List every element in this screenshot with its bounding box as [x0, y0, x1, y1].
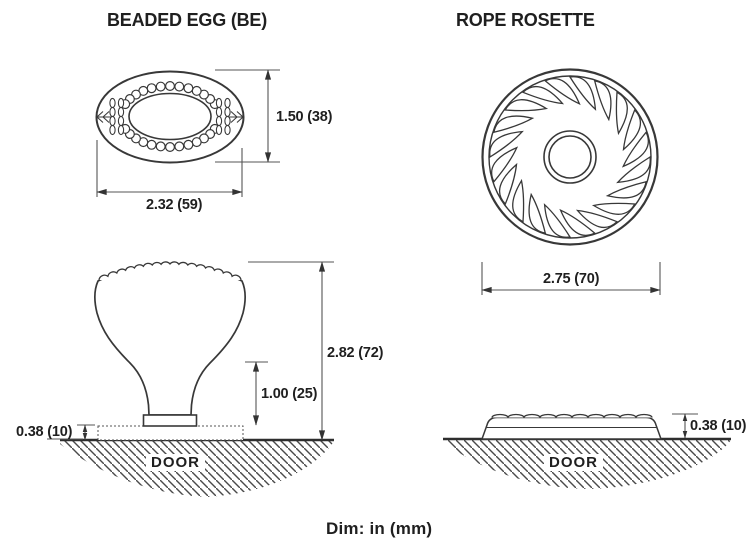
beaded-egg-top-view-drawing — [95, 70, 245, 164]
egg-inner-ellipse — [128, 92, 212, 141]
rope-rosette-title: ROPE ROSETTE — [456, 10, 595, 30]
beaded-egg-title: BEADED EGG (BE) — [107, 10, 268, 30]
knob-stem-height-dim-label: 1.00 (25) — [261, 386, 318, 402]
knob-base-height-dim-label: 0.38 (10) — [16, 424, 73, 440]
door-label-left: DOOR — [146, 454, 205, 471]
rosette-footprint-dashed — [97, 425, 244, 441]
rosette-rim-circle — [488, 75, 652, 239]
rope-rosette-top-view-drawing — [481, 68, 659, 246]
rosette-side-rope-edge — [491, 413, 653, 418]
rosette-diameter-dim-label: 2.75 (70) — [543, 271, 600, 287]
rosette-side-profile — [480, 416, 663, 440]
rosette-boss-inner-circle — [548, 135, 592, 179]
rope-rosette-side-view-drawing — [443, 413, 731, 489]
egg-width-dim-label: 2.32 (59) — [146, 197, 203, 213]
dimension-lines — [47, 69, 698, 441]
rosette-boss-outer-circle — [543, 130, 597, 184]
rosette-side-height-dim-label: 0.38 (10) — [690, 418, 747, 434]
knob-overall-height-dim-label: 2.82 (72) — [327, 345, 384, 361]
egg-height-dim-label: 1.50 (38) — [276, 109, 333, 125]
knob-profile — [94, 263, 246, 416]
rosette-rope-ring — [489, 76, 651, 238]
door-label-right: DOOR — [544, 454, 603, 471]
dimension-units-note: Dim: in (mm) — [326, 519, 433, 538]
knob-beaded-edge — [98, 261, 242, 281]
knob-collar — [142, 414, 198, 427]
